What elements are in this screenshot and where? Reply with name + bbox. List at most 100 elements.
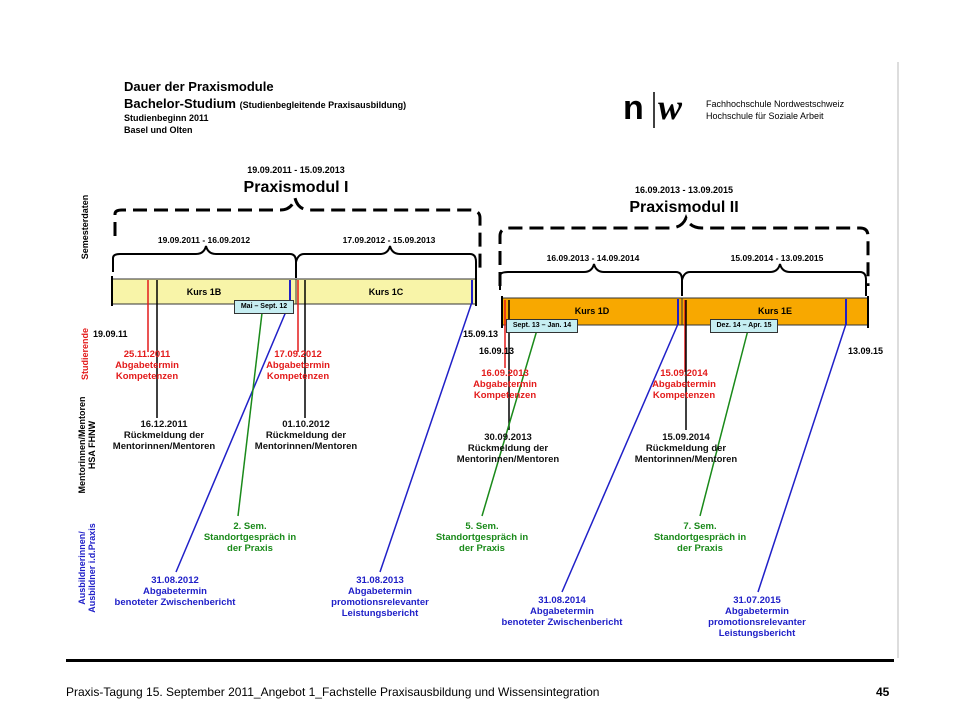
- blue-label-3: 31.08.2014 Abgabetermin benoteter Zwisch…: [501, 595, 623, 629]
- black-label-date: 16.12.2011: [140, 419, 188, 430]
- black-label-line2: Mentorinnen/Mentoren: [634, 453, 738, 465]
- red-label-line2: Kompetenzen: [652, 389, 716, 401]
- green-label-line3: der Praxis: [677, 542, 723, 554]
- date-start: 19.09.11: [93, 329, 128, 339]
- page-number: 45: [876, 685, 890, 699]
- side-label-mentoren: Mentorinnen/Mentoren HSA FHNW: [77, 390, 98, 500]
- green-label-line2: Standortgespräch in: [435, 531, 529, 543]
- green-diagonal: [237, 312, 263, 517]
- kurs-1e-label: Kurs 1E: [757, 306, 792, 316]
- blue-label-2: 31.08.2013 Abgabetermin promotionsreleva…: [331, 575, 429, 620]
- module1-sem1-range: 19.09.2011 - 16.09.2012: [157, 235, 251, 245]
- header-line3: Studienbeginn 2011: [124, 113, 209, 123]
- black-label-2: 01.10.2012 Rückmeldung der Mentorinnen/M…: [254, 419, 358, 453]
- green-label-1: 2. Sem. Standortgespräch in der Praxis: [203, 521, 297, 555]
- date-start2: 16.09.13: [479, 346, 515, 356]
- green-label-3: 7. Sem. Standortgespräch in der Praxis: [653, 521, 747, 555]
- module1-range: 19.09.2011 - 15.09.2013: [247, 165, 345, 175]
- side-label-ausbildner-2: Ausbildner i.d.Praxis: [86, 523, 97, 613]
- green-label-line2: Standortgespräch in: [203, 531, 297, 543]
- red-label-line1: Abgabetermin: [652, 378, 716, 390]
- module2-sem2-range: 15.09.2014 - 13.09.2015: [730, 253, 824, 263]
- module2-sem1-brace: [499, 263, 683, 296]
- footer-divider: [66, 659, 894, 662]
- black-label-line2: Mentorinnen/Mentoren: [456, 453, 560, 465]
- black-label-4: 15.09.2014 Rückmeldung der Mentorinnen/M…: [634, 432, 738, 466]
- blue-label-date: 31.07.2015: [733, 595, 781, 606]
- red-label-2: 17.09.2012 Abgabetermin Kompetenzen: [266, 349, 330, 383]
- side-label-studierende: Studierende: [80, 328, 90, 381]
- footer-text: Praxis-Tagung 15. September 2011_Angebot…: [66, 685, 600, 699]
- logo-w: w: [658, 87, 683, 127]
- red-label-date: 15.09.2014: [660, 368, 708, 379]
- module2-sem1-range: 16.09.2013 - 14.09.2014: [546, 253, 640, 263]
- header-subtitle-sub: (Studienbegleitende Praxisausbildung): [239, 100, 407, 110]
- green-label-line3: der Praxis: [459, 542, 505, 554]
- header-line4: Basel und Olten: [124, 125, 193, 135]
- date-end1: 15.09.13: [463, 329, 499, 339]
- module1-sem2-brace: [295, 245, 477, 278]
- module1-dashed-brace: [113, 197, 482, 268]
- module2-name: Praxismodul II: [629, 199, 739, 216]
- kurs-1b-label: Kurs 1B: [186, 287, 222, 297]
- blue-label-date: 31.08.2013: [356, 575, 404, 586]
- red-label-line1: Abgabetermin: [473, 378, 537, 390]
- red-label-line2: Kompetenzen: [473, 389, 537, 401]
- green-diagonal: [699, 329, 749, 517]
- black-label-3: 30.09.2013 Rückmeldung der Mentorinnen/M…: [456, 432, 560, 466]
- kurs-1b-bar: [111, 278, 297, 305]
- module1-sem1-brace: [112, 245, 297, 278]
- black-label-date: 15.09.2014: [662, 432, 710, 443]
- green-label-line1: 5. Sem.: [465, 521, 499, 532]
- blue-label-line2: benoteter Zwischenbericht: [114, 596, 236, 608]
- green-label-line1: 7. Sem.: [683, 521, 717, 532]
- module2-dashed-brace: [498, 213, 870, 286]
- black-label-line2: Mentorinnen/Mentoren: [254, 440, 358, 452]
- header-title: Dauer der Praxismodule: [124, 79, 274, 94]
- blue-label-line3: Leistungsbericht: [341, 607, 419, 619]
- black-label-date: 01.10.2012: [282, 419, 330, 430]
- period-box-m1: Mai – Sept. 12: [234, 300, 294, 314]
- side-label-ausbildner-1: Ausbildnerinnen/: [77, 531, 87, 605]
- blue-label-line1: Abgabetermin: [143, 585, 207, 597]
- header-subtitle: Bachelor-Studium (Studienbegleitende Pra…: [124, 96, 407, 111]
- logo-org2: Hochschule für Soziale Arbeit: [706, 111, 824, 121]
- red-label-date: 16.09.2013: [481, 368, 529, 379]
- blue-label-line2: promotionsrelevanter: [708, 616, 806, 628]
- red-label-4: 15.09.2014 Abgabetermin Kompetenzen: [652, 368, 716, 402]
- red-label-line1: Abgabetermin: [115, 359, 179, 371]
- red-label-line1: Abgabetermin: [266, 359, 330, 371]
- blue-diagonal: [175, 301, 291, 573]
- black-label-line2: Mentorinnen/Mentoren: [112, 440, 216, 452]
- blue-label-line2: benoteter Zwischenbericht: [501, 616, 623, 628]
- black-label-1: 16.12.2011 Rückmeldung der Mentorinnen/M…: [112, 419, 216, 453]
- blue-label-line1: Abgabetermin: [348, 585, 412, 597]
- black-label-line1: Rückmeldung der: [265, 429, 347, 441]
- period-box-m2a: Sept. 13 – Jan. 14: [506, 319, 578, 333]
- red-label-3: 16.09.2013 Abgabetermin Kompetenzen: [473, 368, 537, 402]
- red-label-1: 25.11.2011 Abgabetermin Kompetenzen: [115, 349, 179, 383]
- side-label-mentoren-2: HSA FHNW: [86, 420, 97, 470]
- blue-label-date: 31.08.2012: [151, 575, 199, 586]
- blue-label-date: 31.08.2014: [538, 595, 586, 606]
- black-label-date: 30.09.2013: [484, 432, 532, 443]
- green-label-line2: Standortgespräch in: [653, 531, 747, 543]
- blue-diagonal: [561, 323, 679, 593]
- blue-label-line3: Leistungsbericht: [718, 627, 796, 639]
- blue-diagonal: [379, 301, 473, 573]
- red-label-date: 17.09.2012: [274, 349, 322, 360]
- blue-label-line1: Abgabetermin: [725, 605, 789, 617]
- green-label-line1: 2. Sem.: [233, 521, 267, 532]
- blue-label-1: 31.08.2012 Abgabetermin benoteter Zwisch…: [114, 575, 236, 609]
- side-label-semesterdaten: Semesterdaten: [80, 194, 90, 260]
- side-label-mentoren-1: Mentorinnen/Mentoren: [77, 396, 87, 494]
- side-label-ausbildner: Ausbildnerinnen/ Ausbildner i.d.Praxis: [77, 518, 98, 618]
- module2-sem2-brace: [681, 263, 867, 296]
- module1-sem2-range: 17.09.2012 - 15.09.2013: [342, 235, 436, 245]
- red-label-line2: Kompetenzen: [266, 370, 330, 382]
- red-label-date: 25.11.2011: [123, 349, 171, 360]
- date-end2: 13.09.15: [848, 346, 884, 356]
- green-diagonal: [481, 329, 538, 517]
